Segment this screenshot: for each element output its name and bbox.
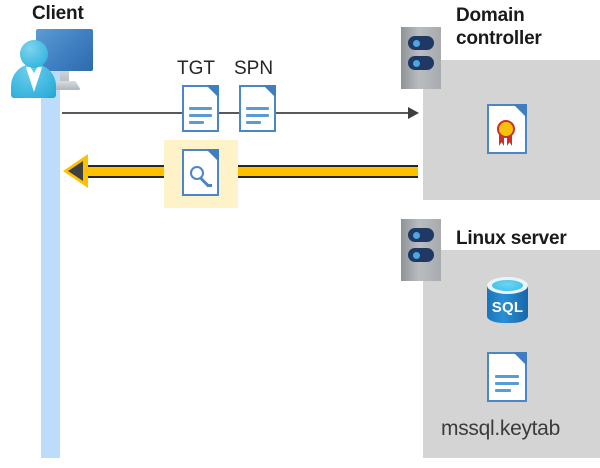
person-head-icon <box>20 40 48 68</box>
document-text-line <box>495 389 511 392</box>
key-document-icon <box>182 149 219 196</box>
server-led-icon <box>413 232 420 239</box>
key-ring-icon <box>190 166 204 180</box>
key-tooth-icon <box>207 184 212 187</box>
server-bay-icon <box>408 56 434 70</box>
linux-server-title: Linux server <box>456 228 567 249</box>
request-arrow-head <box>408 107 419 119</box>
linux-server-icon <box>401 219 441 281</box>
request-arrow-line <box>62 112 410 114</box>
server-led-icon <box>413 252 420 259</box>
spn-document <box>239 85 276 132</box>
domain-controller-server-icon <box>401 27 441 89</box>
db-top-inner-icon <box>492 280 523 291</box>
client-title: Client <box>32 3 84 24</box>
document-text-line <box>189 114 212 117</box>
document-text-line <box>189 121 204 124</box>
server-bay-icon <box>408 248 434 262</box>
ticket-response-arrow-head-inner <box>68 161 83 181</box>
keytab-filename-label: mssql.keytab <box>441 417 560 440</box>
ticket-response-arrow-line <box>88 165 418 178</box>
monitor-neck-icon <box>60 71 69 83</box>
client-lifeline <box>41 60 60 458</box>
certificate-ribbon-right-icon <box>507 132 512 146</box>
document-text-line <box>246 114 269 117</box>
certificate-seal-icon <box>497 120 515 138</box>
document-text-line <box>495 375 519 378</box>
server-led-icon <box>413 60 420 67</box>
domain-controller-title: Domain controller <box>456 5 542 49</box>
document-text-line <box>189 107 212 110</box>
user-workstation-icon <box>8 26 94 98</box>
keytab-document <box>487 352 527 402</box>
monitor-base-icon <box>49 81 81 90</box>
spn-label: SPN <box>234 58 274 79</box>
server-bay-icon <box>408 36 434 50</box>
server-bay-icon <box>408 228 434 242</box>
document-text-line <box>246 107 269 110</box>
certificate-ribbon-left-icon <box>499 132 504 146</box>
tgt-label: TGT <box>177 58 215 79</box>
document-icon <box>182 85 219 132</box>
document-text-line <box>495 382 519 385</box>
certificate-document <box>487 104 527 154</box>
tgt-document <box>182 85 219 132</box>
ticket-response-arrow-head <box>63 154 88 188</box>
sql-database-label: SQL <box>491 299 524 316</box>
document-text-line <box>246 121 261 124</box>
server-led-icon <box>413 40 420 47</box>
sql-database-icon: SQL <box>485 277 530 327</box>
